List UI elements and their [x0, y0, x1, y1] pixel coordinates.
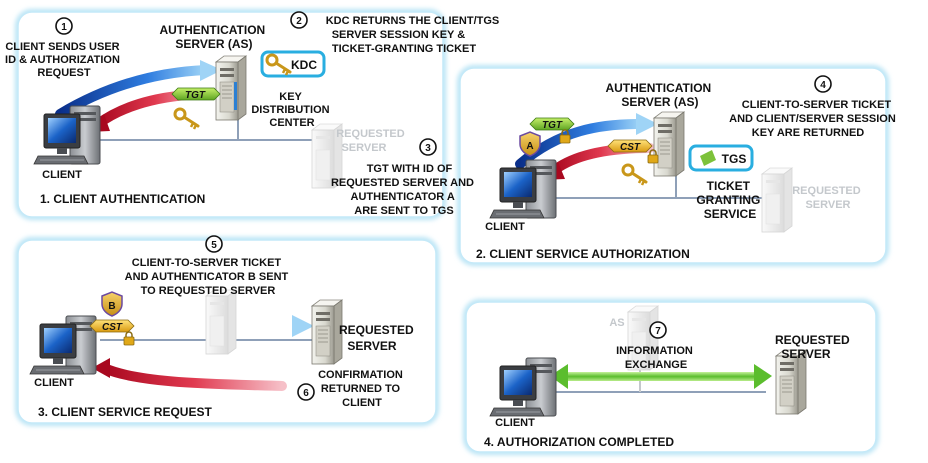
svg-text:2: 2: [296, 16, 302, 27]
svg-text:B: B: [108, 301, 115, 312]
svg-text:CST: CST: [620, 142, 641, 153]
panel-2-title: 2. CLIENT SERVICE AUTHORIZATION: [476, 247, 690, 261]
tgt-ticket: TGT: [171, 87, 221, 101]
svg-text:TGT: TGT: [185, 90, 206, 101]
kdc-badge: KDC: [260, 50, 326, 78]
requested-server: [311, 299, 343, 365]
step-6-description: CONFIRMATION RETURNED TO CLIENT: [318, 369, 406, 409]
client-label: CLIENT: [495, 417, 535, 429]
request-arrow-head: [292, 315, 314, 337]
kdc-label: KDC: [291, 58, 317, 72]
exchange-arrow-head-right: [754, 364, 772, 389]
return-arrow-head: [92, 358, 110, 378]
svg-text:5: 5: [211, 240, 217, 251]
panel-4-title: 4. AUTHORIZATION COMPLETED: [484, 435, 674, 449]
server-link-indicator: [234, 82, 237, 110]
requested-server-label: REQUESTED SERVER: [339, 323, 417, 353]
step-7-badge: 7: [649, 321, 667, 339]
step-3-description: TGT WITH ID OF REQUESTED SERVER AND AUTH…: [331, 163, 477, 217]
authentication-server-ghost-label: AS: [609, 317, 624, 329]
requested-server-ghost-label: REQUESTED SERVER: [336, 128, 408, 154]
step-1-badge: 1: [55, 17, 73, 35]
authenticator-b-shield: B: [101, 291, 123, 317]
request-arrow-head: [636, 113, 658, 135]
svg-text:6: 6: [303, 388, 309, 399]
tgs-badge: TGS: [688, 144, 754, 172]
cst-ticket: CST: [607, 139, 653, 153]
client-label: CLIENT: [42, 169, 82, 181]
information-exchange-arrow: [566, 372, 756, 381]
kdc-description: KEY DISTRIBUTION CENTER: [251, 91, 332, 129]
svg-text:3: 3: [425, 143, 431, 154]
authentication-server: [653, 111, 685, 177]
step-5-badge: 5: [205, 235, 223, 253]
svg-text:CST: CST: [102, 322, 123, 333]
step-1-description: CLIENT SENDS USER ID & AUTHORIZATION REQ…: [5, 41, 123, 79]
panel-3-title: 3. CLIENT SERVICE REQUEST: [38, 405, 212, 419]
request-arrow-head: [200, 60, 222, 81]
step-4-badge: 4: [814, 75, 832, 93]
cst-ticket: CST: [89, 319, 135, 333]
requested-server-label: REQUESTED SERVER: [775, 333, 853, 361]
step-2-badge: 2: [290, 11, 308, 29]
svg-text:7: 7: [655, 326, 661, 337]
step-5-description: CLIENT-TO-SERVER TICKET AND AUTHENTICATO…: [125, 257, 292, 297]
requested-server-ghost: [761, 167, 793, 233]
step-4-description: CLIENT-TO-SERVER TICKET AND CLIENT/SERVE…: [729, 99, 899, 139]
tgt-ticket: TGT: [529, 117, 575, 131]
svg-text:TGT: TGT: [542, 120, 563, 131]
svg-text:1: 1: [61, 22, 67, 33]
client-label: CLIENT: [34, 377, 74, 389]
authentication-server-label: AUTHENTICATION SERVER (AS): [605, 81, 714, 109]
return-arrow: [99, 363, 287, 391]
step-6-badge: 6: [297, 383, 315, 401]
exchange-arrow-head-left: [550, 364, 568, 389]
authentication-server-label: AUTHENTICATION SERVER (AS): [159, 23, 268, 51]
tgs-label: TGS: [722, 152, 747, 166]
step-2-description: KDC RETURNS THE CLIENT/TGS SERVER SESSIO…: [326, 15, 503, 55]
panel-1-title: 1. CLIENT AUTHENTICATION: [40, 192, 205, 206]
authentication-server: [215, 55, 247, 121]
svg-text:4: 4: [820, 80, 826, 91]
step-3-badge: 3: [419, 138, 437, 156]
tgs-description: TICKET GRANTING SERVICE: [696, 179, 763, 221]
svg-text:A: A: [526, 141, 533, 152]
request-arrow: [55, 65, 211, 119]
requested-server-ghost-label: REQUESTED SERVER: [792, 185, 864, 211]
authenticator-a-shield: A: [519, 131, 541, 157]
client-label: CLIENT: [485, 221, 525, 233]
step-7-description: INFORMATION EXCHANGE: [616, 345, 696, 371]
